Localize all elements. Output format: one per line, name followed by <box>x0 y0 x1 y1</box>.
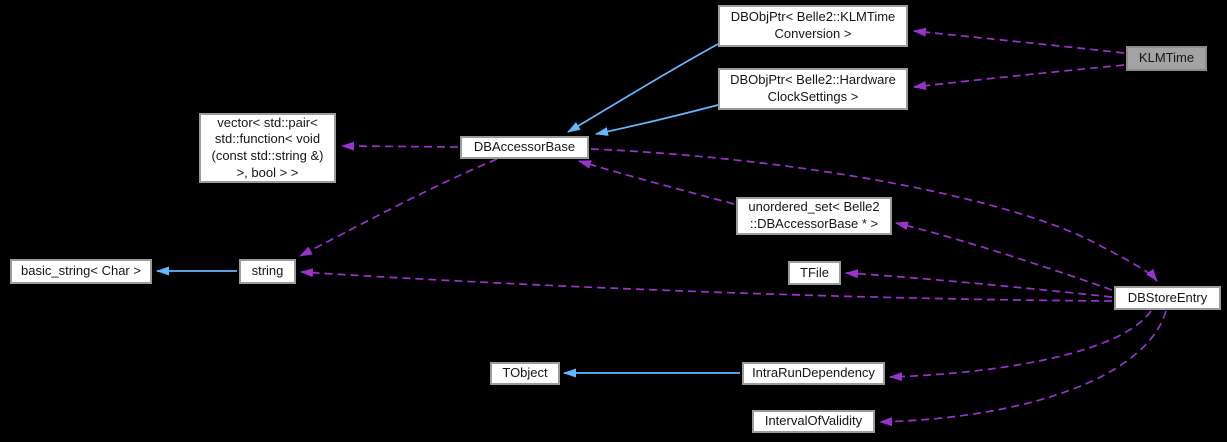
node-intervalofvalidity[interactable]: IntervalOfValidity <box>752 410 875 433</box>
node-string[interactable]: string <box>239 259 296 284</box>
edge-klmtime-to-dbobjptr-klmtimeconversion <box>913 27 1125 54</box>
edge-dbobjptr-klmtimeconversion-to-dbaccessorbase <box>567 43 719 133</box>
edge-dbstoreentry-to-intrarundependency <box>889 310 1152 382</box>
edge-dbobjptr-hardwareclocksettings-to-dbaccessorbase <box>595 104 719 136</box>
node-tfile[interactable]: TFile <box>788 261 841 285</box>
node-dbobjptr-klmtimeconversion[interactable]: DBObjPtr< Belle2::KLMTime Conversion > <box>718 5 908 47</box>
edge-klmtime-to-dbobjptr-hardwareclocksettings <box>913 64 1125 91</box>
edge-dbstoreentry-to-unordered-set <box>895 221 1113 291</box>
edge-unordered-set-to-dbaccessorbase <box>578 160 735 205</box>
node-dbobjptr-hardwareclocksettings[interactable]: DBObjPtr< Belle2::Hardware ClockSettings… <box>718 68 908 110</box>
node-intrarundependency[interactable]: IntraRunDependency <box>742 362 885 385</box>
node-basic-string-char[interactable]: basic_string< Char > <box>10 259 152 284</box>
edge-dbstoreentry-to-string <box>300 268 1113 302</box>
edge-dbaccessorbase-to-vector <box>341 141 459 151</box>
edge-dbstoreentry-to-intervalofvalidity <box>879 310 1167 427</box>
node-dbaccessorbase[interactable]: DBAccessorBase <box>460 136 589 159</box>
edge-dbstoreentry-to-tfile <box>845 269 1113 298</box>
node-unordered-set-dbaccessorbase[interactable]: unordered_set< Belle2 ::DBAccessorBase *… <box>736 197 892 235</box>
node-tobject[interactable]: TObject <box>490 362 560 385</box>
node-dbstoreentry[interactable]: DBStoreEntry <box>1114 286 1221 310</box>
node-vector-pair-function[interactable]: vector< std::pair< std::function< void (… <box>199 113 336 183</box>
node-klmtime: KLMTime <box>1126 46 1207 71</box>
